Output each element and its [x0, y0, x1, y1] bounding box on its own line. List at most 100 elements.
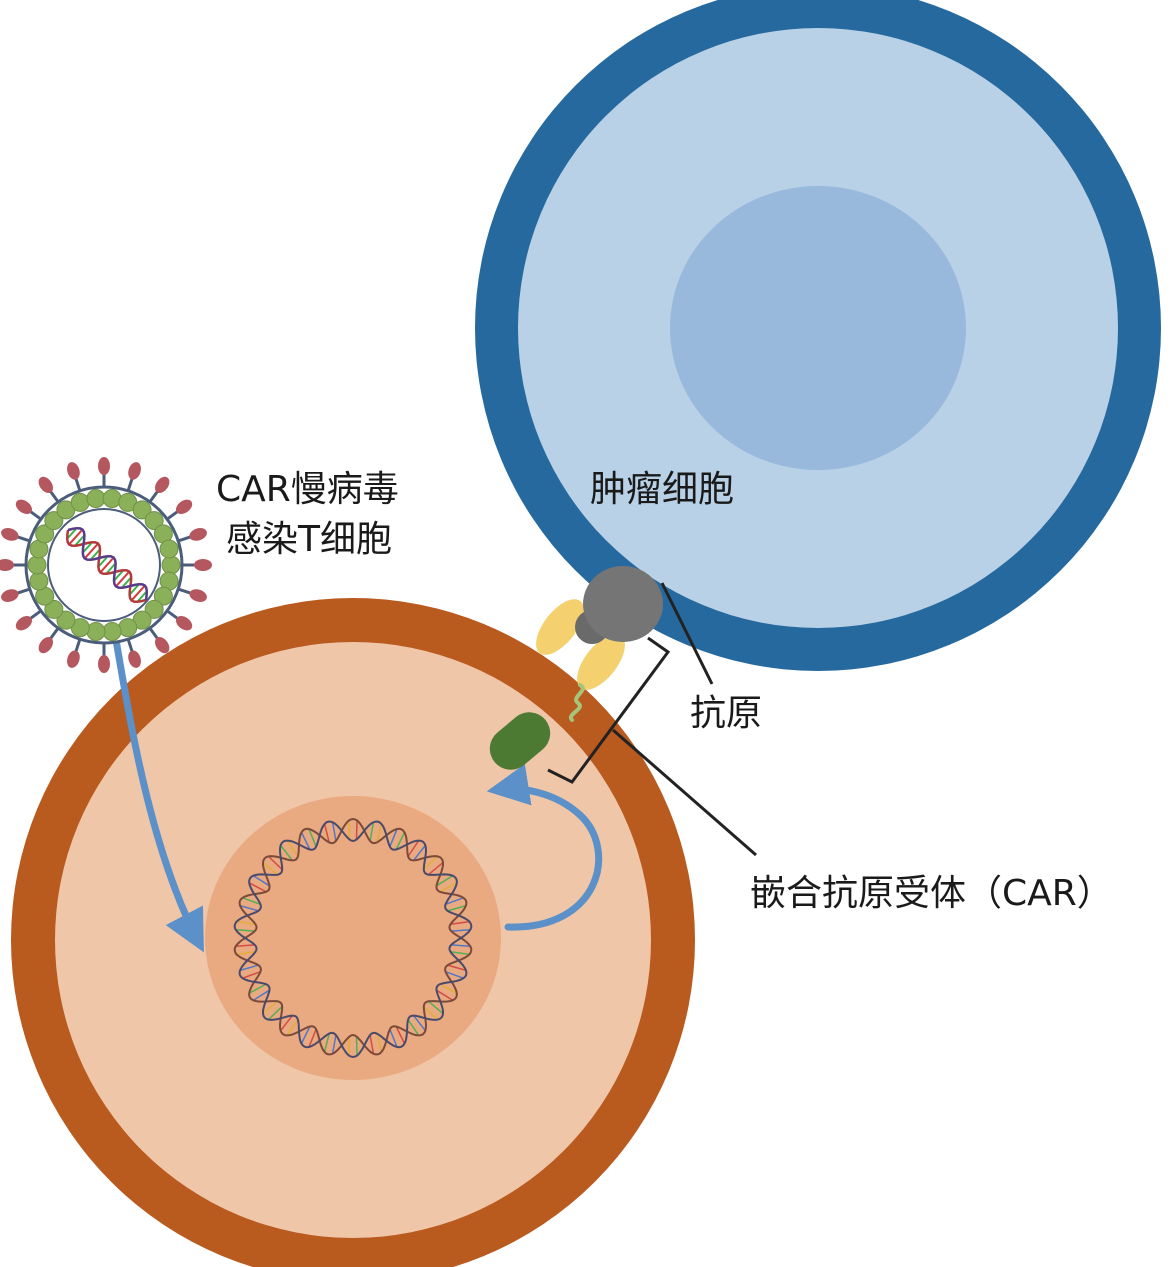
antigen [583, 566, 663, 642]
nucleus-dna-basepair [235, 929, 255, 932]
virus-spike-head [128, 462, 141, 480]
virus-spike-head [189, 528, 207, 541]
nucleus-dna-basepair [300, 832, 311, 850]
virus-capsid-bead [132, 500, 152, 520]
nucleus-dna-basepair [267, 1005, 283, 1021]
nucleus-dna-basepair [427, 1000, 444, 1015]
nucleus-dna-basepair [369, 1034, 375, 1054]
nucleus-dna-basepair [242, 897, 261, 906]
virus-dna-basepair [130, 584, 146, 602]
nucleus-dna-basepair [445, 897, 464, 906]
nucleus-dna-basepair [323, 823, 330, 843]
nucleus-dna-basepair [407, 840, 420, 857]
virus-dna-basepair [66, 527, 78, 540]
virus-spike-head [155, 637, 170, 654]
nucleus-dna-basepair [348, 1036, 351, 1056]
nucleus-dna-basepair [331, 1034, 337, 1054]
virus-dna-basepair [136, 590, 148, 603]
virus-capsid-bead [144, 511, 164, 531]
nucleus-dna-basepair [331, 822, 337, 842]
virus-dna-basepair [105, 562, 117, 575]
virus-capsid-bead [35, 524, 55, 544]
virus-capsid-bead [153, 586, 173, 606]
car-leader [612, 728, 757, 857]
nucleus-dna-basepair [436, 875, 454, 887]
antibody-fragment-right [577, 634, 625, 690]
nucleus-dna-basepair [450, 950, 470, 956]
nucleus-dna-basepair [239, 904, 259, 912]
virus-dna-basepair [115, 570, 131, 588]
virus-capsid-bead [161, 555, 181, 575]
virus-spike-head [38, 476, 53, 493]
nucleus-dna-basepair [423, 855, 439, 871]
t-cell-nucleus [205, 796, 501, 1080]
nucleus-dna-basepair [451, 929, 471, 932]
virus-dna-strand [65, 529, 147, 604]
nucleus-dna-basepair [239, 964, 259, 972]
nucleus-dna-basepair [248, 882, 267, 893]
nucleus-dna-basepair [389, 828, 398, 847]
virus-capsid-bead [102, 488, 122, 508]
nucleus-dna-basepair [450, 920, 470, 926]
nucleus-dna-basepair [248, 983, 267, 994]
virus-dna-basepair [97, 555, 109, 568]
nucleus-dna-basepair [407, 1019, 420, 1036]
virus-spike-head [1, 589, 19, 602]
virus-capsid-bead [44, 599, 64, 619]
virus-spike-head [176, 616, 193, 631]
nucleus-dna-basepair [267, 855, 283, 871]
virus-capsid-bead [56, 610, 76, 630]
virus-capsid-bead [27, 555, 47, 575]
nucleus-dna-basepair [445, 970, 464, 979]
virus-spike-head [0, 559, 14, 571]
nucleus-dna-basepair [447, 964, 467, 972]
nucleus-dna-basepair [300, 1026, 311, 1044]
virus-envelope-inner [47, 508, 161, 622]
nucleus-dna-basepair [242, 970, 261, 979]
virus-capsid-bead [86, 488, 106, 508]
virus-dna-basepair [83, 542, 99, 560]
nucleus-dna-strand [233, 820, 473, 1059]
virus-dna-basepair [68, 528, 84, 546]
t-cell [11, 598, 695, 1267]
transduction-arrow [112, 636, 204, 953]
virus-spike-head [98, 457, 110, 475]
nucleus-dna-basepair [280, 1015, 293, 1032]
virus-capsid-bead [70, 492, 90, 512]
virus-dna-basepair [99, 556, 115, 574]
virus-capsid-bead [159, 539, 179, 559]
nucleus-dna-basepair [413, 844, 426, 861]
nucleus-dna-basepair [252, 875, 270, 887]
virus-spike-head [176, 499, 193, 514]
virus-dna-basepair [113, 569, 125, 582]
nucleus-dna-basepair [235, 944, 255, 947]
virus-spike-head [189, 589, 207, 602]
virus-dna-basepair [82, 541, 93, 554]
virus-spike-head [15, 616, 32, 631]
nucleus-dna-basepair [280, 844, 293, 861]
car-antigen-complex [489, 566, 663, 770]
nucleus-dna-basepair [286, 840, 299, 857]
expression-arrow [486, 763, 603, 931]
virus-dna-basepair [128, 583, 140, 596]
antigen-leader [660, 582, 714, 685]
nucleus-dna-basepair [395, 1026, 406, 1044]
car-receptor [489, 712, 551, 770]
car-hinge-linker [568, 683, 585, 722]
virus-capsid-bead [118, 618, 138, 638]
nucleus-dna-basepair [423, 1005, 439, 1021]
nucleus-dna-basepair [447, 904, 467, 912]
antibody-fragment-left [536, 599, 584, 655]
nucleus-dna-basepair [308, 828, 317, 847]
nucleus-dna-basepair [262, 1000, 279, 1015]
nucleus-dna-basepair [308, 1029, 317, 1048]
virus-spike-head [38, 637, 53, 654]
nucleus-dna-basepair [262, 861, 279, 876]
nucleus-dna-basepair [252, 989, 270, 1001]
virus-spike-head [128, 650, 141, 668]
nucleus-dna-basepair [413, 1015, 426, 1032]
virus-spike-head [67, 462, 80, 480]
complex-bracket [547, 636, 671, 784]
tumor-cell-nucleus [670, 186, 966, 470]
